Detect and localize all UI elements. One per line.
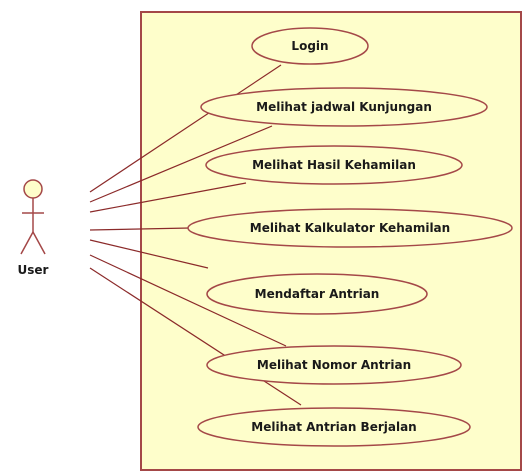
association-login	[89, 64, 282, 193]
usecase-nomor-label: Melihat Nomor Antrian	[257, 358, 411, 372]
association-jadwal	[89, 125, 273, 203]
usecase-hasil-shape	[205, 145, 463, 185]
usecase-hasil: Melihat Hasil Kehamilan	[205, 145, 463, 185]
usecase-mendaftar-label: Mendaftar Antrian	[255, 287, 380, 301]
usecase-kalkulator-shape	[187, 208, 513, 248]
association-nomor	[89, 254, 287, 347]
usecase-login: Login	[251, 27, 369, 65]
usecase-jadwal-label: Melihat jadwal Kunjungan	[256, 100, 432, 114]
association-kalkulator	[89, 227, 191, 231]
usecase-berjalan: Melihat Antrian Berjalan	[197, 407, 471, 447]
usecase-jadwal: Melihat jadwal Kunjungan	[200, 87, 488, 127]
association-berjalan	[89, 267, 302, 406]
usecase-hasil-label: Melihat Hasil Kehamilan	[252, 158, 416, 172]
usecase-kalkulator: Melihat Kalkulator Kehamilan	[187, 208, 513, 248]
associations	[89, 64, 302, 406]
actor-head-icon	[23, 179, 43, 199]
usecase-login-label: Login	[291, 39, 328, 53]
usecase-mendaftar-shape	[206, 273, 428, 315]
association-hasil	[89, 182, 247, 213]
usecase-berjalan-shape	[197, 407, 471, 447]
usecase-login-shape	[251, 27, 369, 65]
actor-label: User	[18, 263, 49, 277]
usecase-jadwal-shape	[200, 87, 488, 127]
usecase-mendaftar: Mendaftar Antrian	[206, 273, 428, 315]
association-mendaftar	[89, 239, 209, 269]
actor-user: User	[18, 179, 49, 277]
usecase-kalkulator-label: Melihat Kalkulator Kehamilan	[250, 221, 450, 235]
actor-left-leg	[20, 231, 34, 255]
actor-right-leg	[32, 231, 46, 255]
usecase-nomor-shape	[206, 345, 462, 385]
usecase-berjalan-label: Melihat Antrian Berjalan	[251, 420, 416, 434]
usecase-nomor: Melihat Nomor Antrian	[206, 345, 462, 385]
